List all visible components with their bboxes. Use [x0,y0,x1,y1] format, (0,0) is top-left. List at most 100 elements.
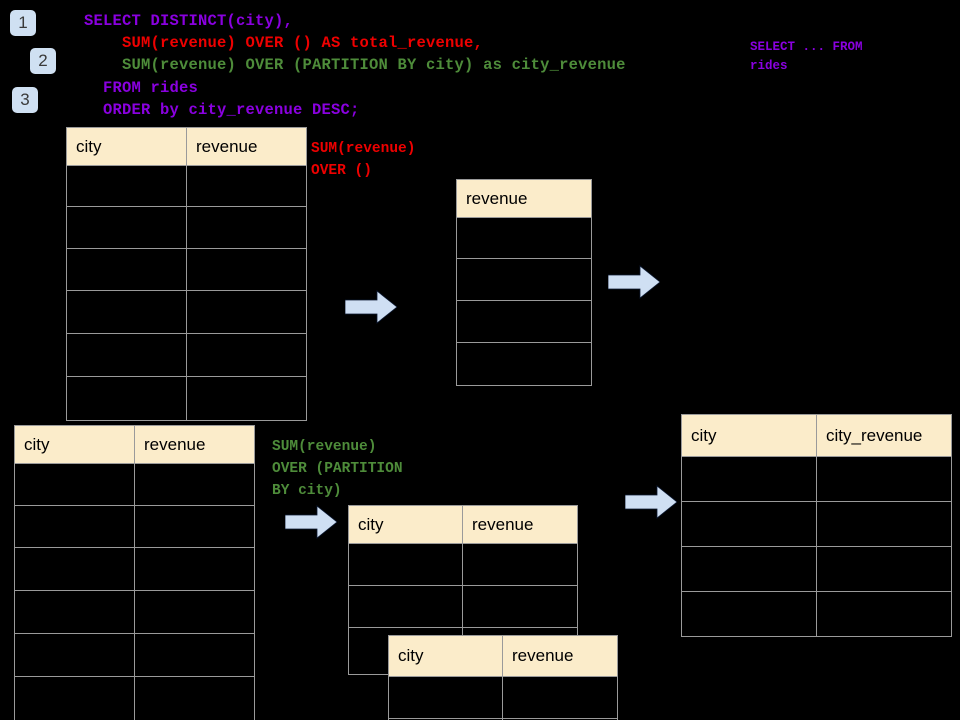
table-cell [134,463,255,506]
table-header-row: revenue [456,179,592,218]
table-cell [456,217,592,259]
table-header-row: city revenue [388,635,618,677]
table-cell [456,258,592,301]
table-cell [66,376,187,421]
table-cell [134,676,255,720]
table-cell [348,585,463,628]
sql-line-city-revenue: SUM(revenue) OVER (PARTITION BY city) as… [84,56,626,74]
table-row [14,463,255,506]
table-header-row: city revenue [66,127,307,166]
total-revenue-table: revenue [456,179,592,386]
annotation-city-revenue: SUM(revenue) OVER (PARTITION BY city) [272,439,403,499]
table-cell [681,591,817,637]
sql-line-select: SELECT DISTINCT(city), [84,12,294,30]
column-header-revenue: revenue [134,425,255,464]
sql-side-note: SELECT ... FROM rides [750,40,863,73]
column-header-city: city [388,635,503,677]
column-header-city: city [681,414,817,457]
table-row [14,633,255,677]
table-cell [816,591,952,637]
step-badge-1: 1 [10,10,36,36]
table-row [66,376,307,421]
table-row [66,248,307,291]
table-row [66,165,307,207]
table-cell [134,633,255,677]
arrow-partition-to-result [625,485,677,519]
table-row [681,501,952,547]
table-cell [14,505,135,548]
result-table: city city_revenue [681,414,952,637]
table-cell [456,342,592,386]
column-header-city: city [348,505,463,544]
table-cell [462,543,578,586]
table-cell [66,248,187,291]
table-row [681,456,952,502]
table-cell [186,206,307,249]
table-cell [816,456,952,502]
table-row [456,258,592,301]
table-row [348,543,578,586]
step-badge-2: 2 [30,48,56,74]
table-cell [66,206,187,249]
table-cell [462,585,578,628]
arrow-total-to-result [608,265,660,299]
sql-line-total-revenue: SUM(revenue) OVER () AS total_revenue, [84,34,484,52]
table-row [388,676,618,719]
table-cell [186,333,307,377]
partition-table-front: city revenue [388,635,618,720]
table-cell [66,165,187,207]
column-header-city-revenue: city_revenue [816,414,952,457]
table-cell [681,546,817,592]
table-row [66,206,307,249]
table-row [681,546,952,592]
column-header-city: city [66,127,187,166]
table-cell [14,676,135,720]
table-cell [134,590,255,634]
table-row [14,590,255,634]
table-cell [14,633,135,677]
table-cell [348,543,463,586]
table-cell [681,501,817,547]
sql-line-from: FROM rides [84,79,199,97]
table-row [456,217,592,259]
table-cell [456,300,592,343]
table-row [66,290,307,334]
table-cell [186,248,307,291]
arrow-source-to-total [345,290,397,324]
table-row [348,585,578,628]
table-cell [502,718,618,720]
table-header-row: city city_revenue [681,414,952,457]
table-cell [502,676,618,719]
table-cell [14,590,135,634]
table-row [456,300,592,343]
column-header-city: city [14,425,135,464]
table-cell [388,676,503,719]
column-header-revenue: revenue [462,505,578,544]
rides-source-table-bottom: city revenue [14,425,255,720]
table-row [456,342,592,386]
table-row [681,591,952,637]
table-cell [816,546,952,592]
table-cell [186,290,307,334]
table-row [14,547,255,591]
column-header-revenue: revenue [186,127,307,166]
column-header-revenue: revenue [456,179,592,218]
annotation-total-revenue: SUM(revenue) OVER () [311,141,416,179]
table-row [14,505,255,548]
sql-line-order-by: ORDER by city_revenue DESC; [84,101,360,119]
table-cell [66,333,187,377]
table-cell [134,547,255,591]
table-cell [134,505,255,548]
table-cell [66,290,187,334]
table-cell [14,547,135,591]
table-row [388,718,618,720]
table-header-row: city revenue [348,505,578,544]
table-row [66,333,307,377]
step-badge-3: 3 [12,87,38,113]
table-cell [14,463,135,506]
table-cell [186,376,307,421]
table-header-row: city revenue [14,425,255,464]
table-cell [681,456,817,502]
table-cell [816,501,952,547]
